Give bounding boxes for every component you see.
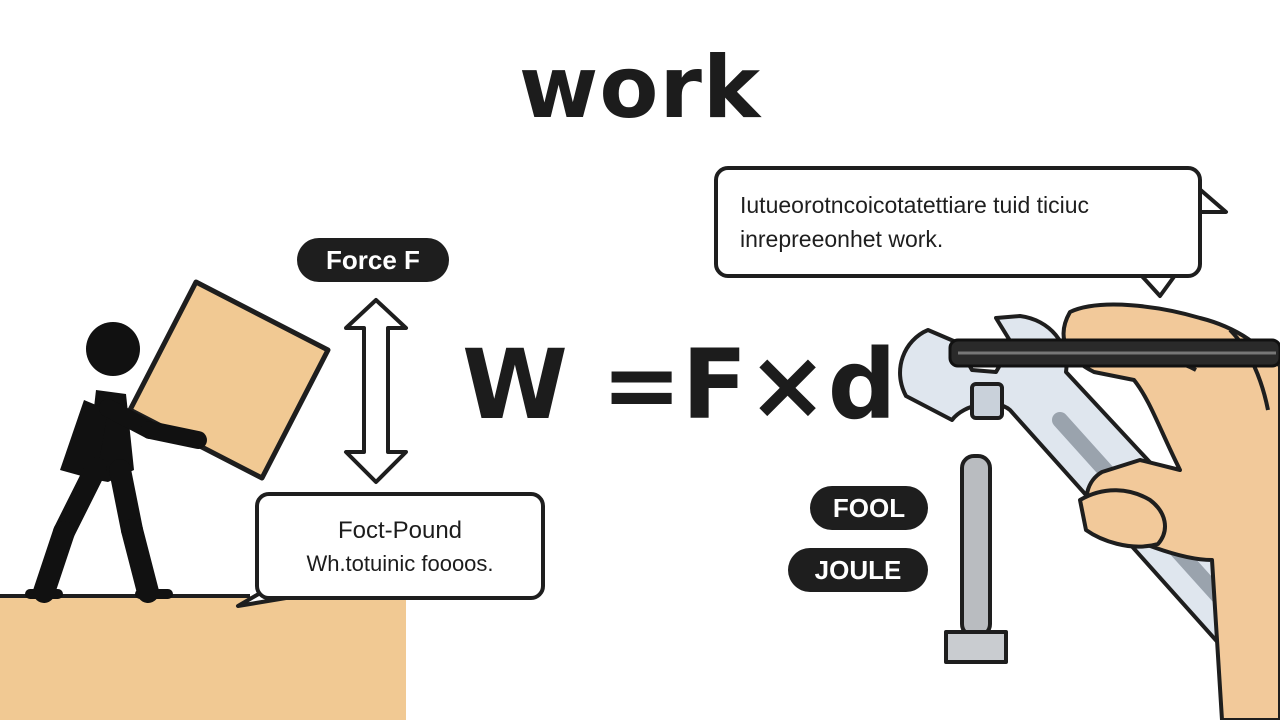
speech-bubble-top: Iutueorotncoicotatettiare tuid ticiuc in… <box>714 166 1202 278</box>
bubble-bottom-line-2: Wh.totuinic foooos. <box>306 551 494 576</box>
joule-label: JOULE <box>788 548 928 592</box>
work-formula: W =F×d <box>462 329 897 441</box>
speech-bubble-bottom: Foct-Pound Wh.totuinic foooos. <box>255 492 545 600</box>
page-title: work <box>518 38 762 138</box>
fool-label: FOOL <box>810 486 928 530</box>
ground-block <box>0 596 406 720</box>
box-icon <box>127 279 331 481</box>
bubble-bottom-line-1: Foct-Pound <box>337 517 463 544</box>
person-pushing-icon <box>25 322 207 603</box>
handle-bar-icon <box>948 338 1280 368</box>
hand-fingers-icon <box>1078 488 1167 549</box>
double-arrow-icon <box>344 298 408 484</box>
bubble-top-line-1: Iutueorotncoicotatettiare tuid ticiuc <box>740 192 1090 218</box>
bubble-top-line-2: inrepreeonhet work. <box>740 226 944 252</box>
force-label: Force F <box>297 238 449 282</box>
bolt-icon <box>944 454 1008 664</box>
